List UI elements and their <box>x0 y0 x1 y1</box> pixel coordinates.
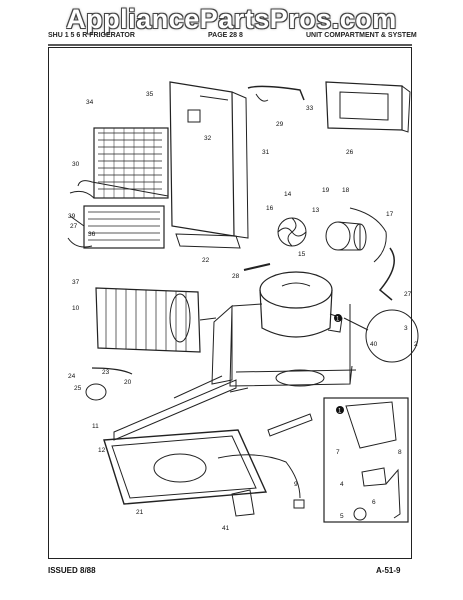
header-model: SHU 1 5 6 R FRIGERATOR <box>48 32 135 39</box>
condenser-coil <box>69 127 169 199</box>
svg-text:1: 1 <box>338 409 342 415</box>
callout-label: 7 <box>336 449 340 456</box>
lower-coil <box>67 205 165 249</box>
callout-label: 16 <box>266 205 274 212</box>
callout-label: 36 <box>88 231 96 238</box>
fan-assembly <box>277 207 395 301</box>
inset-marker-box: 1 <box>336 406 344 415</box>
callout-label: 14 <box>284 191 292 198</box>
watermark: AppliancePartsPros.com <box>66 4 397 34</box>
callout-label: 11 <box>92 423 99 430</box>
drip-pan <box>103 429 268 505</box>
callout-label: 18 <box>342 187 350 194</box>
electrical-box <box>325 81 411 133</box>
inset-marker-compressor: 1 <box>334 314 342 323</box>
callout-label: 33 <box>306 105 314 112</box>
callout-label: 6 <box>372 499 376 506</box>
callout-label: 3 <box>404 325 408 332</box>
header-section: UNIT COMPARTMENT & SYSTEM <box>306 32 417 39</box>
callout-label: 32 <box>204 135 212 142</box>
diagram-frame <box>48 47 412 559</box>
callout-label: 31 <box>262 149 270 156</box>
callout-label: 17 <box>386 211 394 218</box>
callout-label: 27 <box>404 291 412 298</box>
callout-label: 26 <box>346 149 354 156</box>
callout-label: 12 <box>98 447 106 454</box>
compressor <box>259 271 343 338</box>
callout-label: 22 <box>202 257 210 264</box>
svg-text:1: 1 <box>336 317 340 323</box>
shroud-panel <box>169 81 249 239</box>
callout-label: 5 <box>340 513 344 520</box>
callout-label: 20 <box>124 379 132 386</box>
header-page: PAGE 28 8 <box>208 32 243 39</box>
callout-label: 24 <box>68 373 76 380</box>
callout-label: 15 <box>298 251 306 258</box>
callout-label: 8 <box>398 449 402 456</box>
compressor-mount <box>211 303 357 387</box>
issued-date: ISSUED 8/88 <box>48 566 96 575</box>
callout-label: 27 <box>70 223 78 230</box>
callout-label: 4 <box>340 481 344 488</box>
callout-label: 10 <box>72 305 80 312</box>
callout-label: 21 <box>136 509 144 516</box>
callout-label: 40 <box>370 341 378 348</box>
callout-label: 39 <box>68 213 76 220</box>
callout-label: 30 <box>72 161 80 168</box>
callout-label: 13 <box>312 207 320 214</box>
callout-label: 29 <box>276 121 284 128</box>
evaporator-block <box>95 287 217 353</box>
callout-label: 34 <box>86 99 94 106</box>
callout-label: 2 <box>414 341 418 348</box>
callout-label: 28 <box>232 273 240 280</box>
callout-label: 9 <box>294 481 298 488</box>
callout-label: 35 <box>146 91 154 98</box>
page-code: A-51-9 <box>376 566 401 575</box>
inset-detail-box <box>323 397 409 523</box>
callout-label: 23 <box>102 369 110 376</box>
callout-label: 41 <box>222 525 230 532</box>
callout-label: 19 <box>322 187 330 194</box>
callout-label: 37 <box>72 279 80 286</box>
callout-label: 25 <box>74 385 82 392</box>
